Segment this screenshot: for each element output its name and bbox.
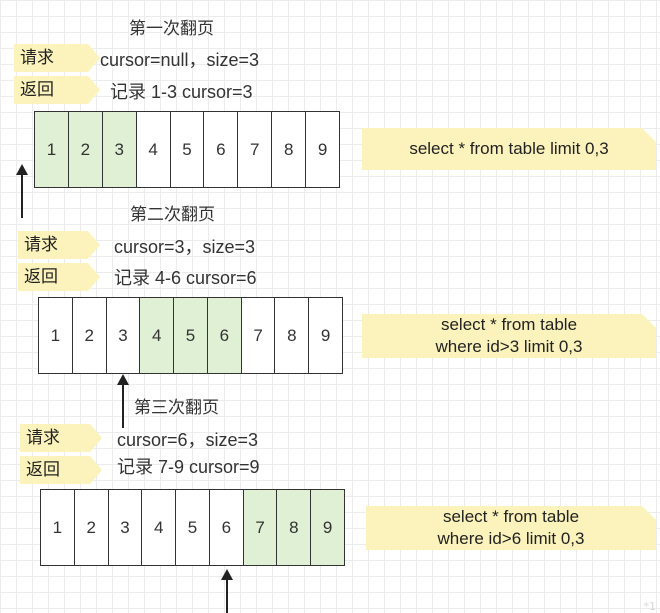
record-cell: 7	[243, 490, 278, 565]
record-cell: 9	[306, 112, 340, 187]
page3-response-tag: 返回	[20, 456, 102, 484]
page1-sql-line-1: select * from table limit 0,3	[409, 139, 609, 158]
record-cell: 5	[176, 490, 210, 565]
page2-sql-line-1: select * from table	[440, 315, 578, 334]
page2-sql-note: select * from table where id>3 limit 0,3	[362, 314, 656, 358]
record-cell: 1	[41, 490, 75, 565]
page2-response-tag: 返回	[18, 263, 100, 291]
page1-up-arrow-icon	[16, 164, 28, 218]
record-cell: 8	[275, 298, 310, 373]
page2-response-text: 记录 4-6 cursor=6	[114, 268, 257, 288]
record-cell: 2	[74, 490, 109, 565]
record-cell: 7	[241, 298, 276, 373]
record-cell: 6	[204, 112, 239, 187]
page3-sql-line-2: where id>6 limit 0,3	[437, 529, 585, 548]
page3-sql-note: select * from table where id>6 limit 0,3	[366, 506, 656, 550]
record-cell: 4	[140, 298, 175, 373]
page3-sql-line-1: select * from table	[442, 507, 580, 526]
record-cell: 4	[142, 490, 177, 565]
record-cell: 1	[35, 112, 69, 187]
page2-sql-line-2: where id>3 limit 0,3	[435, 337, 583, 356]
page2-request-text: cursor=3，size=3	[114, 237, 256, 257]
record-cell: 1	[39, 298, 73, 373]
record-cell: 5	[174, 298, 208, 373]
record-cell: 7	[238, 112, 273, 187]
record-cell: 6	[207, 298, 242, 373]
record-cell: 9	[309, 298, 343, 373]
page1-sql-note: select * from table limit 0,3	[362, 128, 656, 170]
page1-title: 第一次翻页	[129, 19, 214, 39]
record-cell: 3	[102, 112, 137, 187]
page3-request-tag: 请求	[20, 424, 102, 452]
record-cell: 2	[72, 298, 107, 373]
page2-title: 第二次翻页	[130, 205, 215, 225]
record-cell: 3	[108, 490, 143, 565]
page3-response-text: 记录 7-9 cursor=9	[117, 457, 260, 477]
record-cell: 6	[209, 490, 244, 565]
page2-request-tag: 请求	[18, 231, 100, 259]
record-cell: 8	[272, 112, 307, 187]
page2-up-arrow-icon	[117, 374, 129, 428]
page1-request-text: cursor=null，size=3	[100, 50, 260, 70]
record-cell: 4	[136, 112, 171, 187]
page3-up-arrow-icon	[221, 569, 233, 613]
record-cell: 5	[170, 112, 205, 187]
watermark: *1	[643, 600, 657, 613]
page1-response-text: 记录 1-3 cursor=3	[110, 82, 253, 102]
record-cell: 9	[311, 490, 345, 565]
page3-request-text: cursor=6，size=3	[117, 430, 259, 450]
page1-request-tag: 请求	[14, 44, 100, 72]
record-cell: 3	[106, 298, 141, 373]
page3-title: 第三次翻页	[134, 398, 219, 418]
record-cell: 8	[277, 490, 312, 565]
page1-response-tag: 返回	[14, 76, 100, 104]
record-cell: 2	[68, 112, 103, 187]
